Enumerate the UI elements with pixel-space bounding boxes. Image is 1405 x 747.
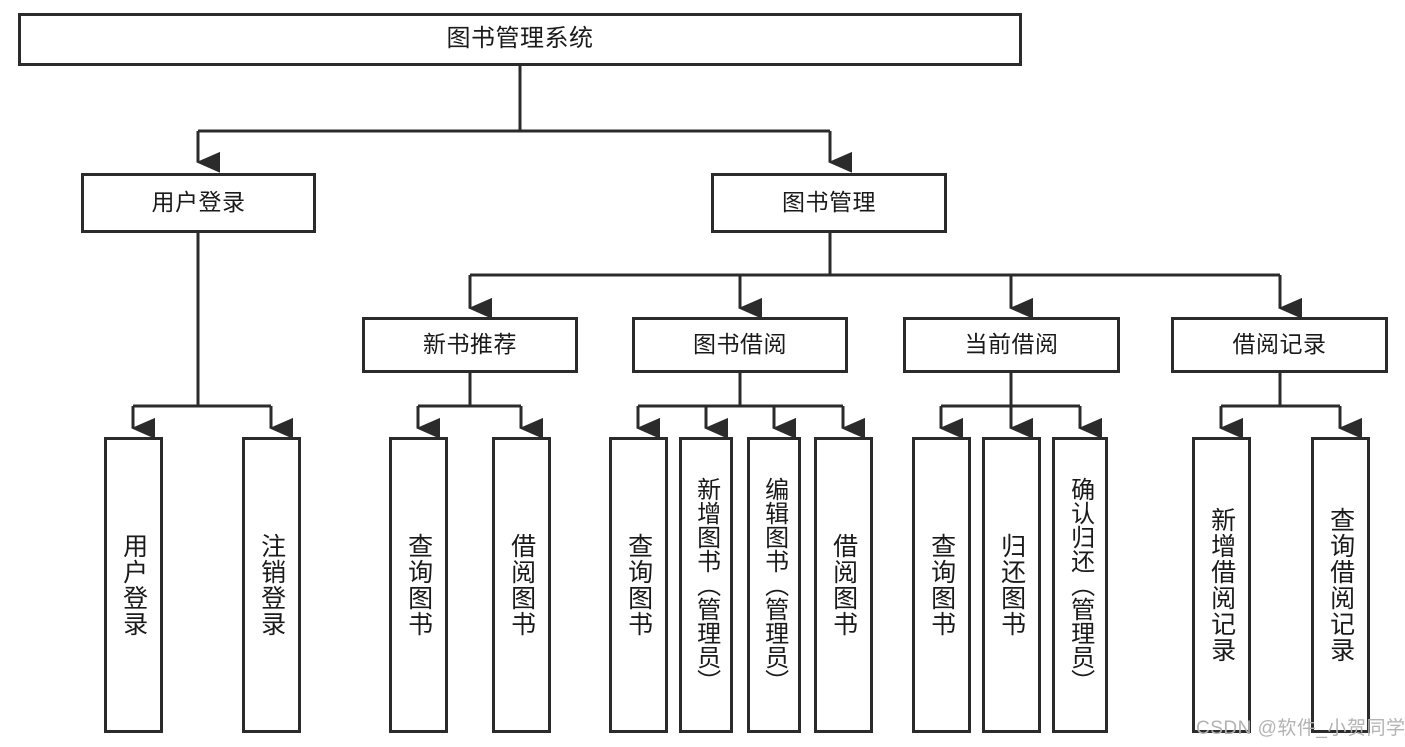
node-label: 借阅图书: [829, 533, 858, 637]
node-root-system[interactable]: 图书管理系统: [18, 13, 1022, 66]
node-label: 图书借阅: [693, 331, 787, 358]
leaf-add-book-admin[interactable]: 新增图书（管理员）: [679, 437, 733, 733]
node-label: 确认归还（管理员）: [1066, 477, 1094, 693]
leaf-query-book-current[interactable]: 查询图书: [912, 437, 971, 733]
leaf-query-borrow-record[interactable]: 查询借阅记录: [1311, 437, 1370, 733]
leaf-borrow-book-recommend[interactable]: 借阅图书: [492, 437, 551, 733]
csdn-watermark: CSDN @软件_小贺同学: [1196, 718, 1405, 739]
node-label: 新增图书（管理员）: [692, 477, 720, 693]
leaf-add-borrow-record[interactable]: 新增借阅记录: [1192, 437, 1251, 733]
node-label: 图书管理: [782, 189, 876, 216]
leaf-query-book-recommend[interactable]: 查询图书: [389, 437, 448, 733]
node-label: 查询图书: [404, 533, 433, 637]
node-label: 编辑图书（管理员）: [760, 477, 788, 693]
node-label: 注销登录: [257, 533, 286, 637]
node-label: 查询借阅记录: [1326, 507, 1355, 663]
node-borrow-record[interactable]: 借阅记录: [1171, 317, 1388, 373]
leaf-edit-book-admin[interactable]: 编辑图书（管理员）: [747, 437, 801, 733]
node-label: 图书管理系统: [446, 25, 594, 53]
node-label: 新增借阅记录: [1207, 507, 1236, 663]
leaf-user-login[interactable]: 用户登录: [104, 437, 163, 733]
node-label: 查询图书: [624, 533, 653, 637]
node-new-book-recommend[interactable]: 新书推荐: [362, 317, 578, 373]
leaf-query-book-borrow[interactable]: 查询图书: [609, 437, 668, 733]
node-user-login[interactable]: 用户登录: [81, 173, 316, 233]
node-label: 查询图书: [927, 533, 956, 637]
leaf-borrow-book[interactable]: 借阅图书: [814, 437, 873, 733]
node-current-borrow[interactable]: 当前借阅: [903, 317, 1120, 373]
leaf-logout-login[interactable]: 注销登录: [242, 437, 301, 733]
node-label: 归还图书: [997, 533, 1026, 637]
node-label: 用户登录: [151, 189, 246, 216]
node-book-management[interactable]: 图书管理: [711, 173, 947, 233]
node-label: 借阅图书: [507, 533, 536, 637]
node-label: 当前借阅: [964, 331, 1059, 358]
node-label: 新书推荐: [423, 331, 517, 358]
leaf-return-book[interactable]: 归还图书: [982, 437, 1041, 733]
node-label: 用户登录: [119, 533, 148, 637]
node-book-borrow[interactable]: 图书借阅: [632, 317, 848, 373]
leaf-confirm-return-admin[interactable]: 确认归还（管理员）: [1052, 437, 1108, 733]
node-label: 借阅记录: [1232, 331, 1327, 358]
